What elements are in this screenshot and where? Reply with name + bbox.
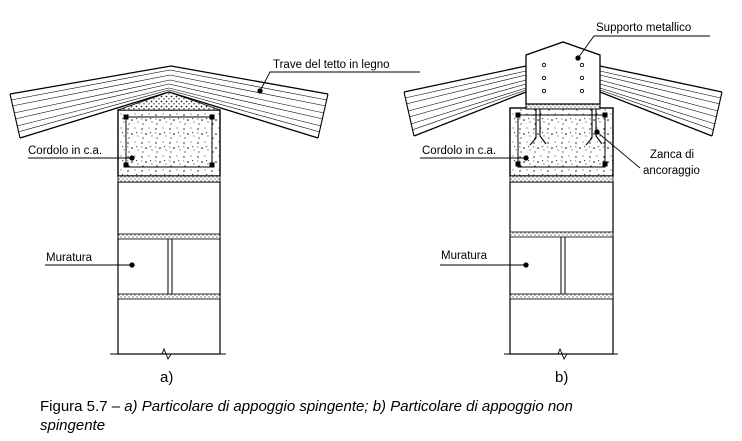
anchor-label-line2-b: ancoraggio: [643, 165, 700, 177]
curb-label-a: Cordolo in c.a.: [28, 145, 102, 157]
masonry-label-a: Muratura: [46, 252, 93, 264]
panel-label-a: a): [160, 369, 173, 386]
detail-a: Trave del tetto in legno Cordolo in c.a.…: [9, 59, 420, 386]
roof-beams-a: [9, 65, 329, 139]
anchor-bars-b: [529, 109, 603, 146]
anchor-label-line1-b: Zanca di: [650, 149, 694, 161]
detail-b: Supporto metallico Cordolo in c.a. Zanca…: [403, 22, 723, 386]
masonry-label-b: Muratura: [441, 250, 488, 262]
concrete-curb-b: [509, 107, 614, 183]
panel-label-b: b): [555, 369, 568, 386]
leaders-b: [420, 35, 710, 268]
steel-support-b: [525, 41, 601, 105]
masonry-wall-b: [504, 181, 618, 361]
support-label-b: Supporto metallico: [596, 22, 691, 34]
leaders-a: [28, 71, 420, 268]
roof-beams-b: [403, 65, 723, 137]
caption-text-line2: spingente: [40, 417, 106, 434]
figure-caption: Figura 5.7 – a) Particolare di appoggio …: [40, 397, 730, 435]
masonry-wall-a: [110, 181, 226, 361]
ridge-fill-a: [117, 91, 221, 111]
caption-text-line1: a) Particolare di appoggio spingente; b)…: [124, 398, 573, 415]
concrete-curb-a: [117, 109, 221, 183]
beam-label-a: Trave del tetto in legno: [273, 59, 390, 71]
caption-prefix: Figura 5.7 –: [40, 398, 125, 415]
base-plate-b: [525, 103, 601, 110]
curb-label-b: Cordolo in c.a.: [422, 145, 496, 157]
